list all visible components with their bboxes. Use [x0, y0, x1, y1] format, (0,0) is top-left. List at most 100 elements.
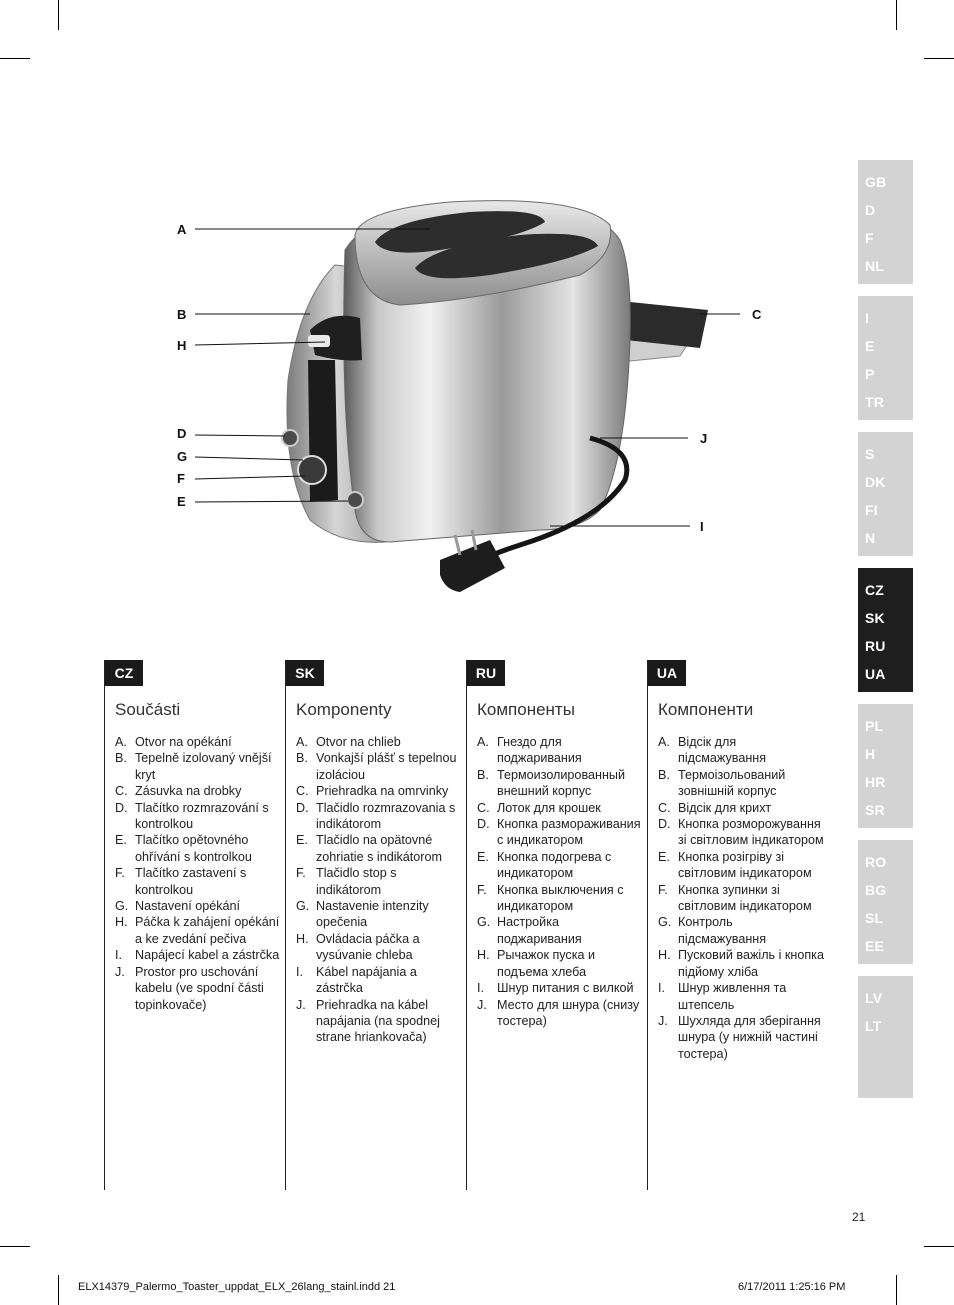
lang-tab[interactable]: FI	[865, 502, 878, 518]
item-letter: H.	[115, 915, 128, 930]
lang-tab[interactable]: DK	[865, 474, 886, 490]
lang-tab[interactable]: SK	[865, 610, 885, 626]
lang-tab[interactable]: E	[865, 338, 875, 354]
list-item: H.Пусковий важіль і кнопка підйому хліба	[658, 947, 824, 980]
list-item: I.Kábel napájania a zástrčka	[296, 964, 462, 997]
item-letter: E.	[658, 849, 670, 864]
item-letter: F.	[115, 866, 125, 881]
list-item: H.Ovládacia páčka a vysúvanie chleba	[296, 931, 462, 964]
lang-tab[interactable]: H	[865, 746, 876, 762]
item-text: Пусковий важіль і кнопка підйому хліба	[678, 948, 824, 979]
item-letter: G.	[115, 899, 129, 914]
list-item: E.Tlačítko opětovného ohřívání s kontrol…	[115, 832, 281, 865]
item-letter: I.	[658, 981, 665, 996]
lang-group-1: GB D F NL	[858, 160, 913, 284]
callout-f: F	[177, 471, 185, 486]
lang-group-7: LV LT	[858, 976, 913, 1098]
lang-tab[interactable]: N	[865, 530, 876, 546]
item-text: Tlačidlo na opätovné zohriatie s indikát…	[316, 833, 442, 864]
item-letter: J.	[477, 997, 487, 1012]
lang-tab[interactable]: GB	[865, 174, 887, 190]
item-letter: J.	[658, 1013, 668, 1028]
lang-tab[interactable]: EE	[865, 938, 885, 954]
item-letter: E.	[296, 833, 308, 848]
item-text: Кнопка размораживания с индикатором	[497, 817, 641, 848]
list-item: A.Otvor na chlieb	[296, 734, 462, 750]
list-item: E.Кнопка подогрева с индикатором	[477, 849, 643, 882]
lang-tab[interactable]: LT	[865, 1018, 882, 1034]
item-text: Tepelně izolovaný vnější kryt	[135, 751, 272, 782]
list-item: D.Кнопка розморожування зі світловим інд…	[658, 816, 824, 849]
item-letter: E.	[115, 833, 127, 848]
callout-i: I	[700, 519, 704, 534]
item-text: Відсік для крихт	[678, 800, 772, 815]
item-text: Контроль підсмажування	[678, 915, 767, 946]
callout-e: E	[177, 494, 186, 509]
lang-tab[interactable]: RU	[865, 638, 886, 654]
lang-tab[interactable]: UA	[865, 666, 886, 682]
list-item: G.Nastavení opékání	[115, 898, 281, 914]
list-item: G.Nastavenie intenzity opečenia	[296, 898, 462, 931]
lang-tab[interactable]: F	[865, 230, 874, 246]
callout-c: C	[752, 307, 762, 322]
lang-tab[interactable]: SR	[865, 802, 885, 818]
lang-tab[interactable]: NL	[865, 258, 885, 274]
list-item: E.Кнопка розігріву зі світловим індикато…	[658, 849, 824, 882]
item-text: Настройка поджаривания	[497, 915, 582, 946]
lang-tab[interactable]: P	[865, 366, 875, 382]
column-cz: CZ Součásti A.Otvor na opékání B.Tepelně…	[104, 660, 281, 1190]
item-text: Гнездо для поджаривания	[497, 735, 582, 766]
callout-h: H	[177, 338, 187, 353]
callout-g: G	[177, 449, 188, 464]
list-item: F.Кнопка выключения с индикатором	[477, 882, 643, 915]
list-item: A.Відсік для підсмажування	[658, 734, 824, 767]
item-letter: G.	[477, 915, 491, 930]
list-item: D.Кнопка размораживания с индикатором	[477, 816, 643, 849]
item-text: Шнур живлення та штепсель	[678, 981, 787, 1012]
lang-tab[interactable]: SL	[865, 910, 884, 926]
item-letter: J.	[115, 964, 125, 979]
item-letter: I.	[115, 948, 122, 963]
item-letter: B.	[477, 767, 489, 782]
item-text: Кнопка зупинки зі світловим індикатором	[678, 882, 812, 914]
list-item: J.Место для шнура (снизу тостера)	[477, 997, 643, 1030]
parts-list: A.Otvor na opékání B.Tepelně izolovaný v…	[115, 734, 281, 1013]
lang-tab[interactable]: BG	[865, 882, 887, 898]
item-letter: H.	[296, 931, 309, 946]
lang-tab[interactable]: PL	[865, 718, 884, 734]
item-text: Tlačítko zastavení s kontrolkou	[135, 866, 247, 897]
item-letter: B.	[658, 767, 670, 782]
item-letter: D.	[296, 800, 309, 815]
column-ua: UA Компоненти A.Відсік для підсмажування…	[647, 660, 824, 1190]
page-number: 21	[852, 1210, 866, 1224]
lang-tab[interactable]: D	[865, 202, 876, 218]
toaster-drawing	[194, 200, 740, 592]
callout-d: D	[177, 426, 187, 441]
list-item: J.Prostor pro uschování kabelu (ve spodn…	[115, 964, 281, 1013]
list-item: I.Napájecí kabel a zástrčka	[115, 947, 281, 963]
lang-tab[interactable]: RO	[865, 854, 887, 870]
list-item: C.Priehradka na omrvinky	[296, 783, 462, 799]
lang-tab[interactable]: S	[865, 446, 875, 462]
lang-tab[interactable]: HR	[865, 774, 886, 790]
item-letter: C.	[296, 784, 309, 799]
list-item: A.Гнездо для поджаривания	[477, 734, 643, 767]
crop-mark	[0, 58, 30, 59]
item-letter: A.	[296, 735, 308, 749]
crop-mark	[924, 1246, 954, 1247]
list-item: G.Контроль підсмажування	[658, 914, 824, 947]
list-item: J.Шухляда для зберігання шнура (у нижній…	[658, 1013, 824, 1062]
item-text: Tlačidlo stop s indikátorom	[316, 866, 397, 897]
list-item: F.Tlačidlo stop s indikátorom	[296, 865, 462, 898]
item-letter: I.	[296, 964, 303, 979]
item-text: Кнопка выключения с индикатором	[497, 882, 624, 914]
lang-tab[interactable]: TR	[865, 394, 885, 410]
lang-tab[interactable]: I	[865, 310, 870, 326]
item-letter: J.	[296, 997, 306, 1012]
item-text: Otvor na opékání	[135, 735, 232, 749]
item-letter: B.	[296, 751, 308, 766]
item-text: Шнур питания с вилкой	[497, 981, 634, 996]
item-letter: A.	[658, 735, 670, 749]
lang-tab[interactable]: LV	[865, 990, 883, 1006]
lang-tab[interactable]: CZ	[865, 582, 885, 598]
